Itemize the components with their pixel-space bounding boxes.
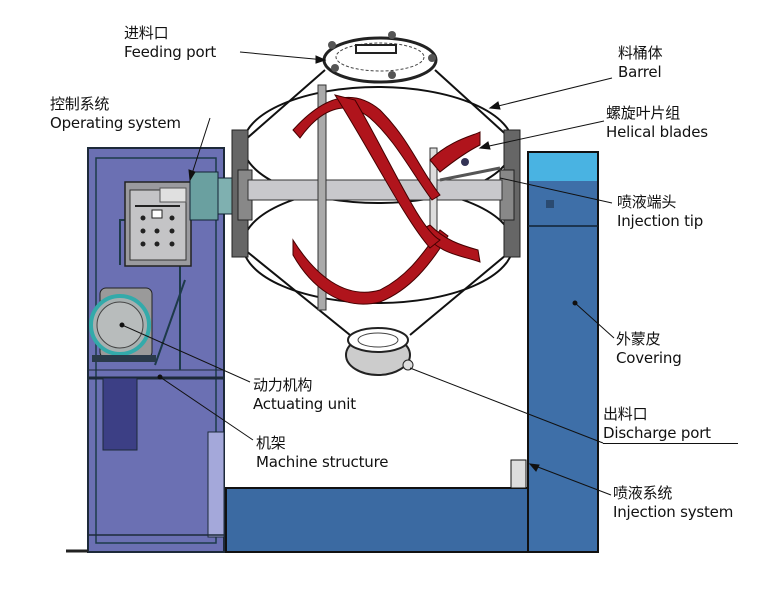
label-zh: 喷液端头	[617, 193, 677, 211]
leader-lines	[119, 51, 615, 496]
label-zh: 螺旋叶片组	[606, 104, 681, 122]
label-zh: 机架	[256, 434, 286, 452]
label-zh: 出料口	[603, 405, 648, 423]
label-actuating-unit: 动力机构 Actuating unit	[253, 376, 356, 414]
label-zh: 动力机构	[253, 376, 313, 394]
label-zh: 喷液系统	[613, 484, 673, 502]
injection-tip	[461, 158, 469, 166]
label-en: Barrel	[618, 63, 662, 81]
label-zh: 外蒙皮	[616, 330, 661, 348]
label-en: Operating system	[50, 114, 181, 132]
label-zh: 进料口	[124, 24, 169, 42]
label-covering: 外蒙皮 Covering	[616, 330, 682, 368]
label-en: Covering	[616, 349, 682, 367]
helical-blades	[292, 94, 481, 305]
label-zh: 控制系统	[50, 95, 110, 113]
label-helical-blades: 螺旋叶片组 Helical blades	[606, 104, 708, 142]
label-machine-structure: 机架 Machine structure	[256, 434, 388, 472]
label-feeding-port: 进料口 Feeding port	[124, 24, 216, 62]
label-injection-tip: 喷液端头 Injection tip	[617, 193, 703, 231]
label-en: Feeding port	[124, 43, 217, 61]
label-en: Machine structure	[256, 453, 389, 471]
end-flanges	[231, 129, 521, 258]
label-injection-system: 喷液系统 Injection system	[613, 484, 733, 522]
label-barrel: 料桶体 Barrel	[618, 44, 663, 82]
label-en: Helical blades	[606, 123, 708, 141]
label-en: Injection tip	[617, 212, 704, 230]
label-en: Injection system	[613, 503, 734, 521]
control-panel	[124, 171, 233, 267]
discharge-port	[345, 327, 414, 376]
blade-arm	[317, 84, 327, 311]
label-operating-system: 控制系统 Operating system	[50, 95, 181, 133]
feeding-port	[322, 31, 438, 84]
label-en: Discharge port	[603, 424, 738, 444]
label-en: Actuating unit	[253, 395, 356, 413]
label-zh: 料桶体	[618, 44, 663, 62]
main-shaft	[247, 179, 503, 201]
base-frame	[225, 459, 529, 553]
injection-pipe	[439, 166, 501, 182]
label-discharge-port: 出料口 Discharge port	[603, 405, 738, 444]
covering	[527, 151, 599, 553]
